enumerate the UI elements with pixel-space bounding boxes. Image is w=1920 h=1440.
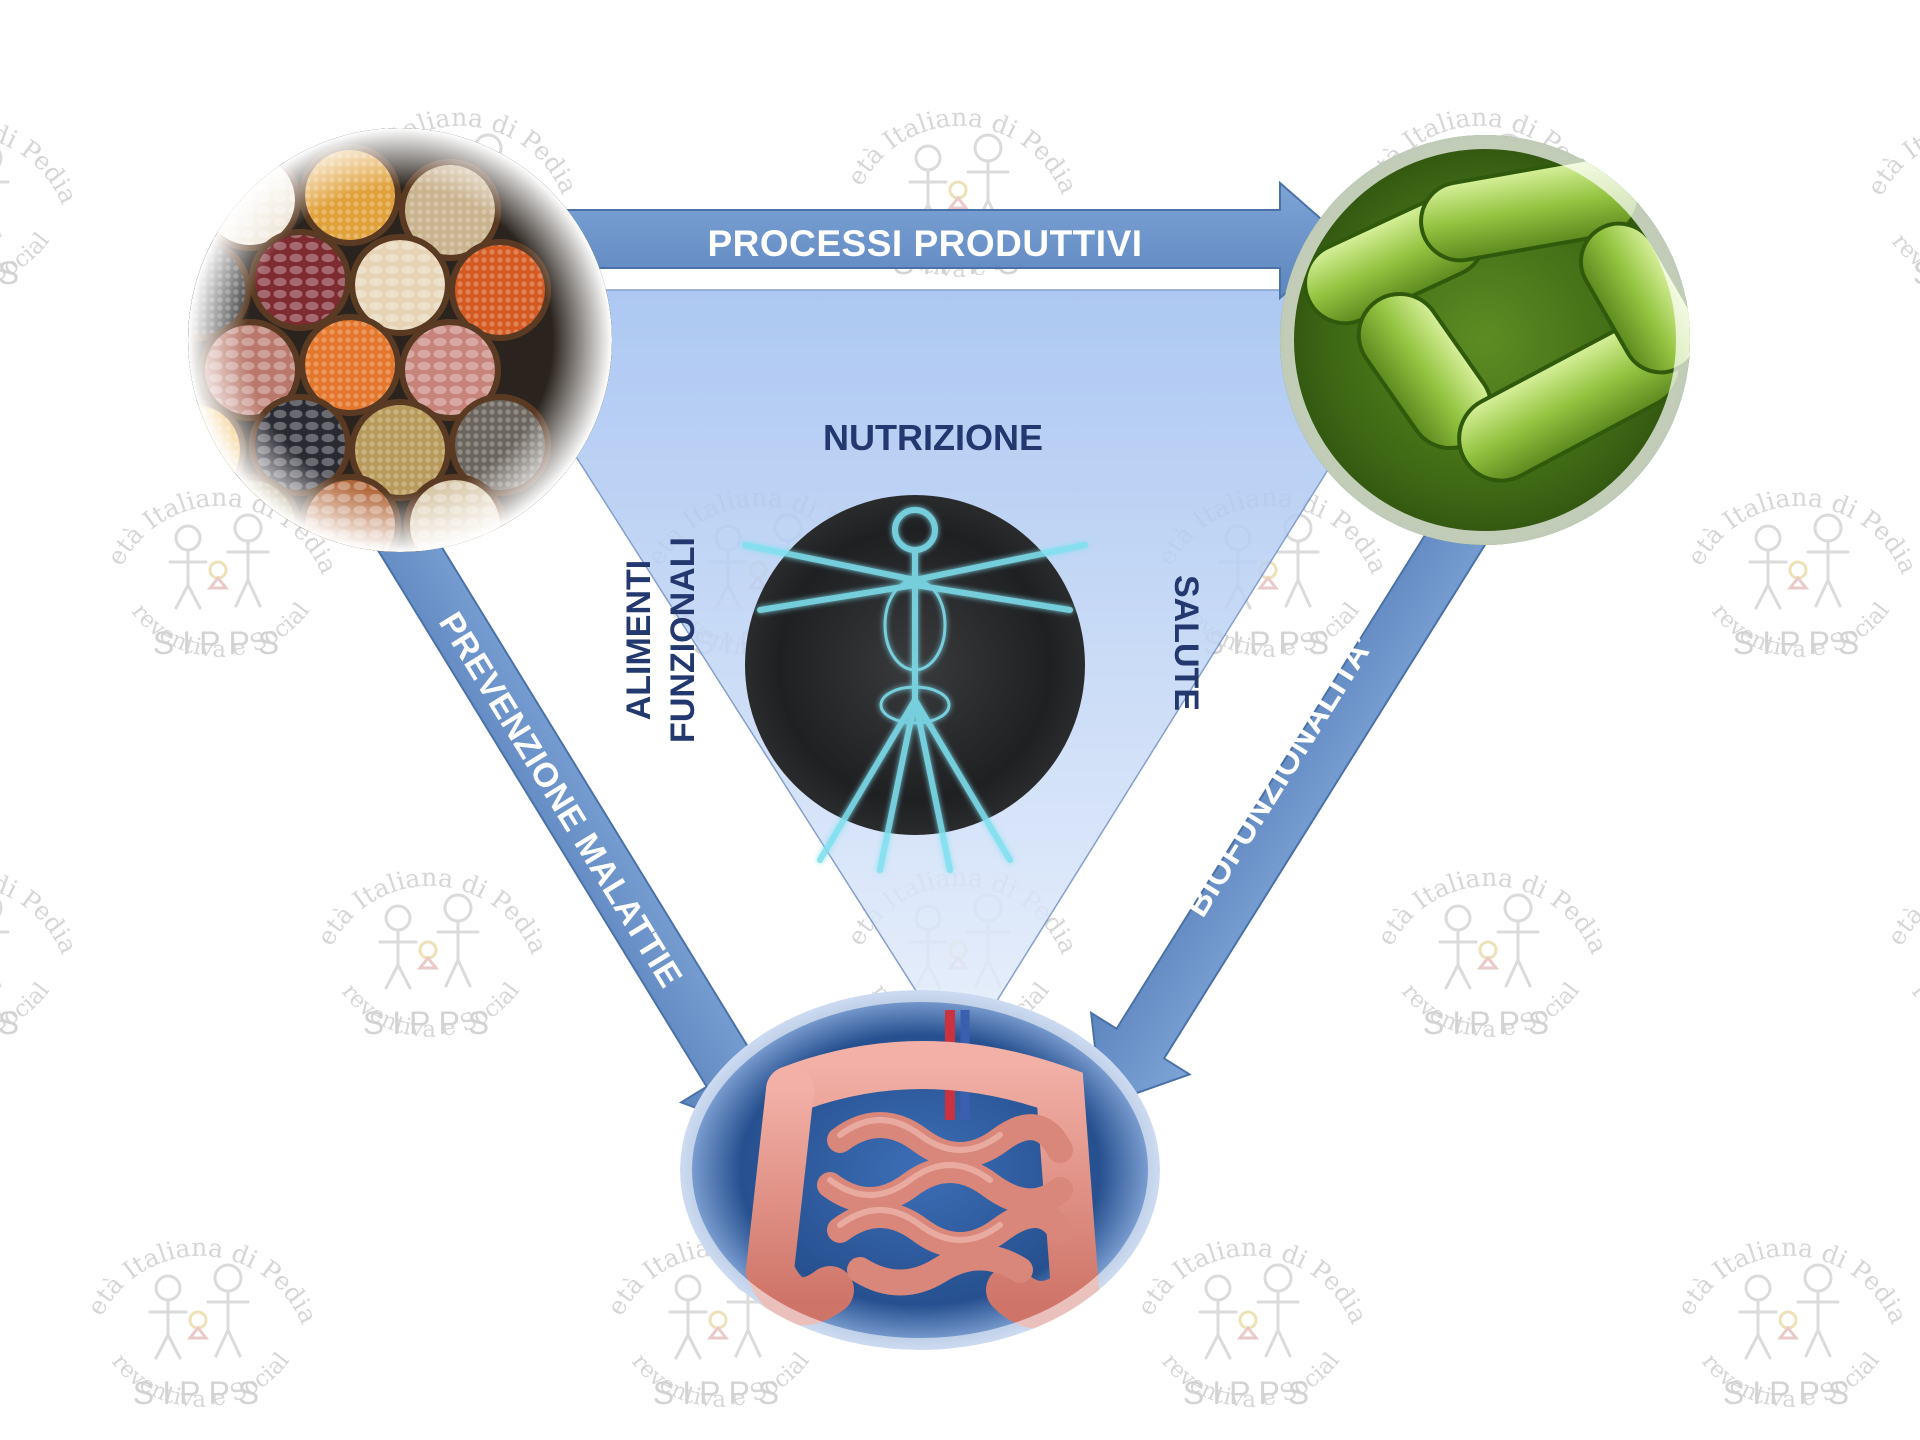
intestine-image bbox=[680, 990, 1160, 1350]
bacteria-image bbox=[1275, 130, 1713, 550]
functional-foods-line1: ALIMENTI bbox=[620, 560, 658, 721]
functional-foods-line2: FUNZIONALI bbox=[664, 537, 702, 743]
arrow-right-label: BIOFUNZIONALITA’ bbox=[1177, 628, 1381, 923]
health-label: SALUTE bbox=[1167, 575, 1205, 711]
nutrition-title: NUTRIZIONE bbox=[823, 417, 1043, 458]
arrow-top-label: PROCESSI PRODUTTIVI bbox=[707, 223, 1142, 264]
